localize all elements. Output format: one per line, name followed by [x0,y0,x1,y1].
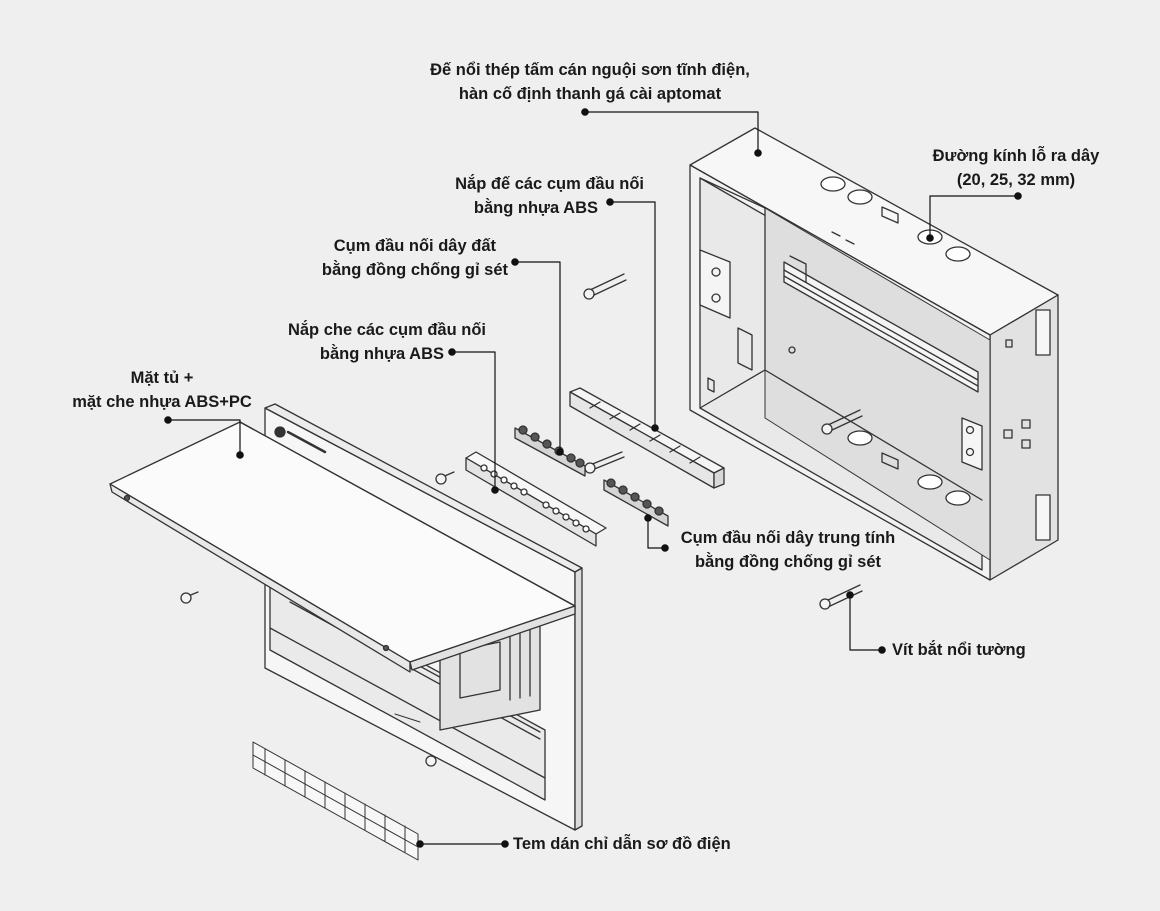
screw-wall [819,584,863,610]
label-hole-diameter: Đường kính lỗ ra dây (20, 25, 32 mm) [920,144,1112,192]
leader-ground [511,258,564,456]
leader-wall-screw [846,591,886,654]
label-base-line-2: hàn cố định thanh gá cài aptomat [458,85,722,103]
ground-terminal-block [514,425,586,477]
label-front-line-1: Mặt tủ + [130,369,194,387]
leader-abs-cover [448,348,499,494]
abs-terminal-base-cover [569,387,725,489]
screw-box [821,409,863,435]
label-wall-screw-line-1: Vít bắt nổi tường [892,641,1026,659]
leader-hole [926,192,1022,242]
leader-base [581,108,762,157]
label-sticker: Tem dán chỉ dẫn sơ đồ điện [513,832,753,856]
label-base: Đế nổi thép tấm cán nguội sơn tĩnh điện,… [412,58,768,106]
label-abs-base-cover: Nắp đế các cụm đầu nối bằng nhựa ABS [420,172,644,220]
label-sticker-line-1: Tem dán chỉ dẫn sơ đồ điện [513,835,731,853]
label-hole-line-2: (20, 25, 32 mm) [956,171,1076,189]
label-abs-base-cover-line-1: Nắp đế các cụm đầu nối [455,175,644,193]
label-front-panel: Mặt tủ + mặt che nhựa ABS+PC [60,366,264,414]
diagram-sticker [252,741,419,861]
screws [180,273,863,767]
leader-sticker [416,840,509,848]
leader-lines [164,108,1022,848]
label-front-line-2: mặt che nhựa ABS+PC [72,393,252,411]
metal-base-box [689,127,1059,581]
label-neutral-line-1: Cụm đầu nối dây trung tính [680,529,896,547]
leader-neutral [644,514,669,552]
leader-abs-base [606,198,659,432]
neutral-terminal-block [603,478,669,527]
label-neutral-terminal: Cụm đầu nối dây trung tính bằng đồng chố… [666,526,910,574]
label-ground-line-1: Cụm đầu nối dây đất [333,237,496,255]
label-hole-line-1: Đường kính lỗ ra dây [932,147,1100,165]
label-wall-screw: Vít bắt nổi tường [892,638,1052,662]
label-base-line-1: Đế nổi thép tấm cán nguội sơn tĩnh điện, [430,61,750,79]
screw-top [583,273,627,300]
label-neutral-line-2: bằng đồng chống gỉ sét [694,553,882,571]
screw-mid [584,451,625,474]
screw-left [435,471,455,485]
screw-panel-left [180,591,199,604]
label-abs-cover-line-2: bằng nhựa ABS [319,345,444,363]
label-abs-cover: Nắp che các cụm đầu nối bằng nhựa ABS [262,318,486,366]
label-ground-line-2: bằng đồng chống gỉ sét [321,261,508,279]
label-abs-base-cover-line-2: bằng nhựa ABS [473,199,598,217]
front-panel [109,403,583,831]
label-ground-terminal: Cụm đầu nối dây đất bằng đồng chống gỉ s… [300,234,508,282]
leader-front [164,416,244,459]
label-abs-cover-line-1: Nắp che các cụm đầu nối [287,321,486,339]
